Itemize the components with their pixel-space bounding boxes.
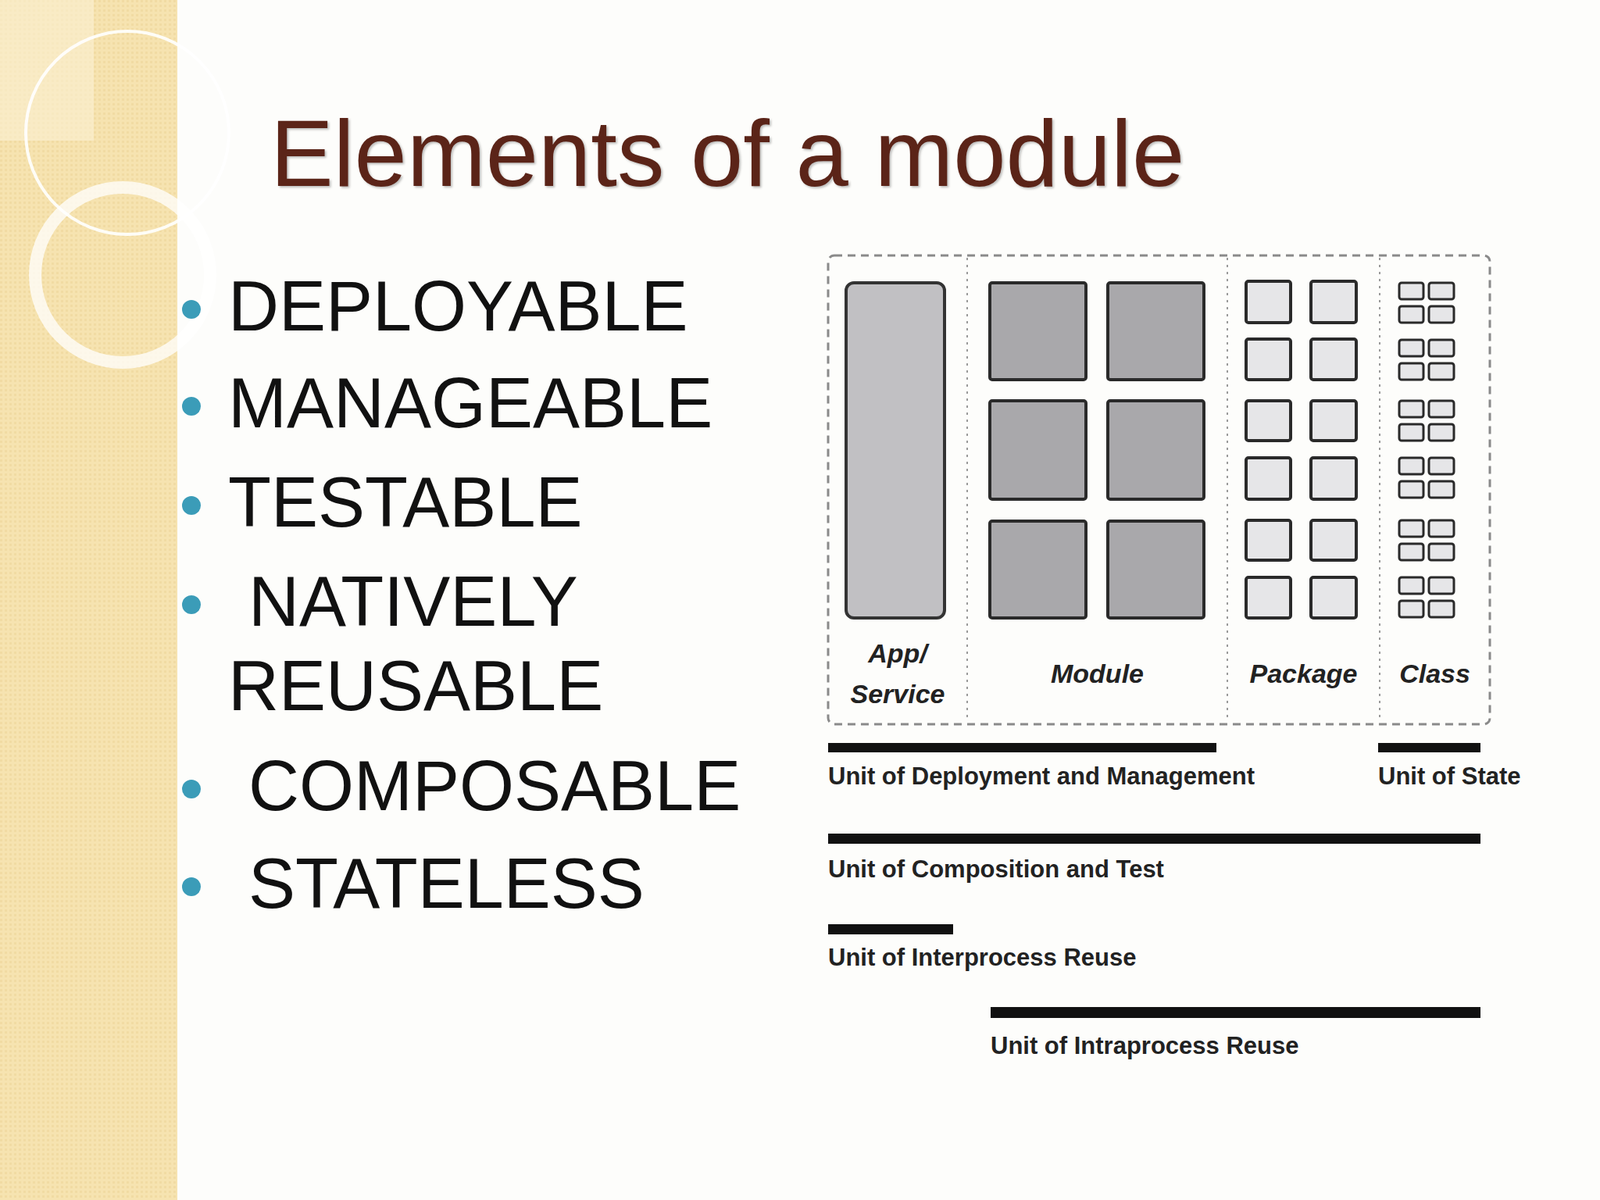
bullet-text: COMPOSABLE: [248, 743, 741, 829]
column-region: App/ Service: [828, 255, 968, 725]
bullet-text: STATELESS: [248, 841, 645, 926]
column-region: Module: [967, 255, 1228, 725]
column-label: App/ Service: [828, 632, 968, 715]
bullet-text: NATIVELY REUSABLE: [228, 559, 635, 729]
scope-label: Unit of Composition and Test: [828, 853, 1165, 886]
decor-circle: [25, 31, 229, 235]
column-region: Package: [1227, 255, 1380, 725]
scope-label: Unit of Intraprocess Reuse: [990, 1030, 1299, 1062]
bullet-text: DEPLOYABLE: [228, 264, 689, 349]
scope-label: Unit of Deployment and Management: [828, 760, 1255, 793]
module-figure: [828, 255, 1490, 725]
bullet-text: MANAGEABLE: [228, 360, 713, 446]
column-label: Module: [967, 653, 1228, 694]
bullet-text: TESTABLE: [228, 460, 583, 545]
column-label: Class: [1379, 653, 1490, 694]
scope-label: Unit of State: [1378, 760, 1522, 793]
bullet-dots: [182, 300, 201, 897]
slide-title: Elements of a module: [270, 98, 1185, 208]
decor-ring: [35, 187, 211, 363]
column-label: Package: [1227, 653, 1380, 694]
side-strip: [0, 0, 178, 1200]
scope-label: Unit of Interprocess Reuse: [828, 942, 1136, 974]
column-region: Class: [1379, 255, 1490, 725]
